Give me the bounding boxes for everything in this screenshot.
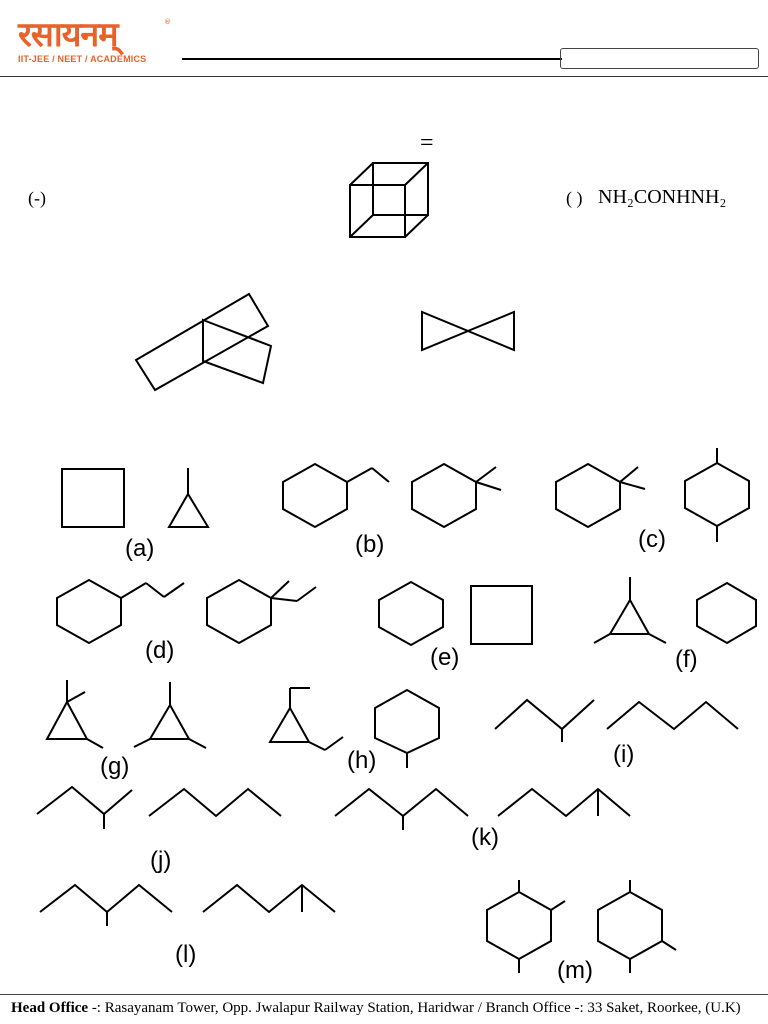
header-box <box>560 48 759 69</box>
option-a-structures <box>61 468 210 528</box>
footer-head-label: Head Office <box>11 1000 89 1016</box>
page-header: रसायनम् IIT-JEE / NEET / ACADEMICS ® <box>0 0 768 77</box>
option-label-l: (l) <box>175 941 196 968</box>
left-fragment: (-) <box>28 188 46 208</box>
footer-address-text: -: Rasayanam Tower, Opp. Jwalapur Railwa… <box>88 1000 741 1016</box>
rasayanam-logo: रसायनम् IIT-JEE / NEET / ACADEMICS ® <box>18 15 171 64</box>
header-rule <box>182 58 562 60</box>
option-label-e: (e) <box>430 644 459 671</box>
footer-address: Head Office -: Rasayanam Tower, Opp. Jwa… <box>11 1000 741 1017</box>
logo-tagline: IIT-JEE / NEET / ACADEMICS <box>18 54 147 64</box>
option-label-j: (j) <box>150 847 171 874</box>
option-i-structures <box>494 698 739 742</box>
equals-sign: = <box>420 130 434 156</box>
option-f-structures <box>593 577 757 645</box>
registered-mark: ® <box>164 18 171 26</box>
option-label-g: (g) <box>100 753 129 780</box>
option-label-b: (b) <box>355 531 384 558</box>
option-l-structures <box>39 883 336 926</box>
option-label-d: (d) <box>145 637 174 664</box>
option-d-structures <box>56 578 317 645</box>
option-h-structures <box>268 687 440 768</box>
structures-figure: (a) (b) (c) (d) (e) (f) (g) (h) (i) (j) … <box>36 162 757 984</box>
option-c-structures <box>555 448 750 542</box>
option-m-structures <box>486 880 677 973</box>
option-k-structures <box>334 787 631 830</box>
bowtie-structure <box>421 310 515 352</box>
logo-text: रसायनम् <box>18 15 119 55</box>
option-label-f: (f) <box>675 646 698 673</box>
formula-text: NH₂CONHNH₂ <box>598 186 727 208</box>
option-j-structures <box>36 785 282 829</box>
option-label-c: (c) <box>638 526 666 553</box>
option-label-a: (a) <box>125 535 154 562</box>
option-label-k: (k) <box>471 824 499 851</box>
page-footer <box>0 994 768 995</box>
option-g-structures <box>45 680 207 749</box>
option-label-m: (m) <box>557 957 593 984</box>
option-e-structures <box>378 580 533 647</box>
option-b-structures <box>282 462 502 529</box>
right-fragment: ( ) <box>566 188 583 208</box>
crossed-rings-structure <box>134 292 273 392</box>
option-label-h: (h) <box>347 747 376 774</box>
option-label-i: (i) <box>613 741 634 768</box>
cube-structure <box>349 162 429 238</box>
